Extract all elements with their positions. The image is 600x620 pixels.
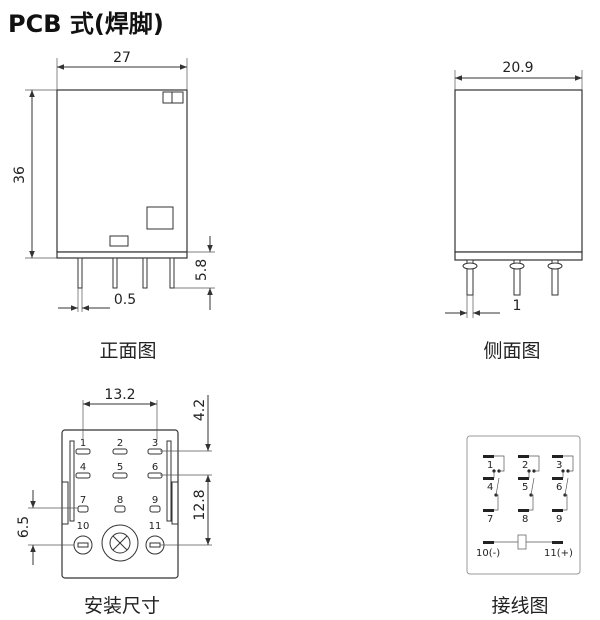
side-width-dim: 20.9 [502,60,533,76]
mount-v-dim: 12.8 [192,489,208,520]
pin-length-dim: 5.8 [194,259,210,281]
pin-label: 10 [77,521,90,532]
wiring-pin-label: 9 [556,514,562,525]
front-width-dim: 27 [113,50,131,66]
mount-view: 1 2 3 4 5 6 7 8 9 10 11 13.2 4.2 12.8 6.… [16,387,212,617]
pin-label: 3 [152,438,158,449]
mount-h-dim: 13.2 [104,387,135,403]
pin-label: 11 [149,521,162,532]
front-view-caption: 正面图 [99,340,156,362]
side-view: 20.9 1 侧面图 [445,60,583,362]
side-view-caption: 侧面图 [483,340,540,362]
wiring-view-caption: 接线图 [491,595,548,617]
wiring-pin-label: 5 [522,482,528,493]
side-pin-dim: 1 [513,298,522,314]
pin-label: 2 [117,438,123,449]
mount-left-dim: 6.5 [16,516,32,538]
pin-width-dim: 0.5 [114,292,136,308]
wiring-pin-label: 7 [487,514,493,525]
page-title: PCB 式(焊脚) [8,10,164,38]
pin-label: 4 [80,462,86,473]
pin-label: 9 [152,495,158,506]
front-view: 27 36 5.8 0.5 正面图 [12,50,215,362]
wiring-pin-label: 3 [556,460,562,471]
pin-label: 7 [80,495,86,506]
wiring-pin-label: 2 [522,460,528,471]
coil-positive-label: 11(+) [544,548,573,559]
mount-view-caption: 安装尺寸 [84,595,160,617]
wiring-view: 1 2 3 4 5 6 7 8 9 10(-) 11(+) 接线图 [466,435,581,617]
pin-label: 1 [80,438,86,449]
pin-label: 6 [152,462,158,473]
wiring-pin-label: 6 [556,482,562,493]
wiring-pin-label: 8 [522,514,528,525]
front-height-dim: 36 [12,166,28,184]
wiring-pin-label: 4 [487,482,493,493]
wiring-pin-label: 1 [487,460,493,471]
pin-label: 8 [117,495,123,506]
pin-label: 5 [117,462,123,473]
mount-top-dim: 4.2 [192,399,208,421]
coil-negative-label: 10(-) [476,548,500,559]
